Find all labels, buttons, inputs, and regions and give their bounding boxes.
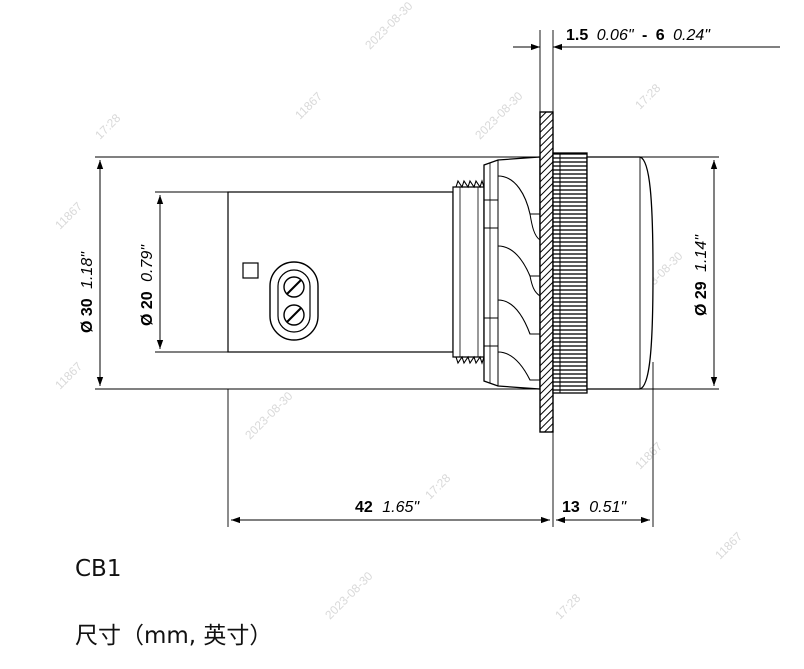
dimension-lines	[96, 43, 780, 524]
body-diameter-label: Ø 20 0.79"	[139, 244, 156, 326]
watermark-text: 17:28	[552, 591, 583, 622]
watermark-text: 11867	[292, 89, 325, 122]
watermark-text: 11867	[52, 199, 85, 232]
terminal-screw-icon	[283, 276, 305, 298]
watermark-text: 2023-08-30	[242, 389, 296, 443]
watermark-text: 17:28	[92, 111, 123, 142]
mounting-panel	[539, 111, 554, 433]
watermark-text: 2023-08-30	[472, 89, 526, 143]
watermark-text: 2023-08-30	[322, 569, 376, 623]
dimension-labels: 1.5 0.06" - 6 0.24" 42 1.65" 13 0.51" Ø …	[79, 27, 711, 516]
watermark-text: 11867	[712, 529, 745, 562]
bezel-diameter-label: Ø 29 1.14"	[693, 234, 710, 316]
watermark-text: 2023-08-30	[362, 0, 416, 52]
terminal-marker	[242, 262, 259, 279]
watermark-text: 17:28	[632, 81, 663, 112]
outer-diameter-label: Ø 30 1.18"	[79, 251, 96, 333]
knurled-bezel	[552, 152, 588, 394]
terminal-block	[269, 261, 319, 341]
watermark-text: 17:28	[422, 471, 453, 502]
panel-thickness-label: 1.5 0.06" - 6 0.24"	[566, 27, 711, 44]
terminal-screw-icon	[283, 304, 305, 326]
bezel-depth-label: 13 0.51"	[562, 499, 627, 516]
watermark-text: 11867	[52, 359, 85, 392]
watermark-text: 11867	[632, 439, 665, 472]
pilot-light-body	[227, 111, 654, 433]
extension-lines	[95, 30, 719, 527]
body-length-label: 42 1.65"	[355, 499, 420, 516]
dimensions-subtitle: 尺寸（mm, 英寸）	[75, 623, 273, 649]
lens-cap	[586, 156, 654, 390]
model-title: CB1	[75, 556, 122, 582]
